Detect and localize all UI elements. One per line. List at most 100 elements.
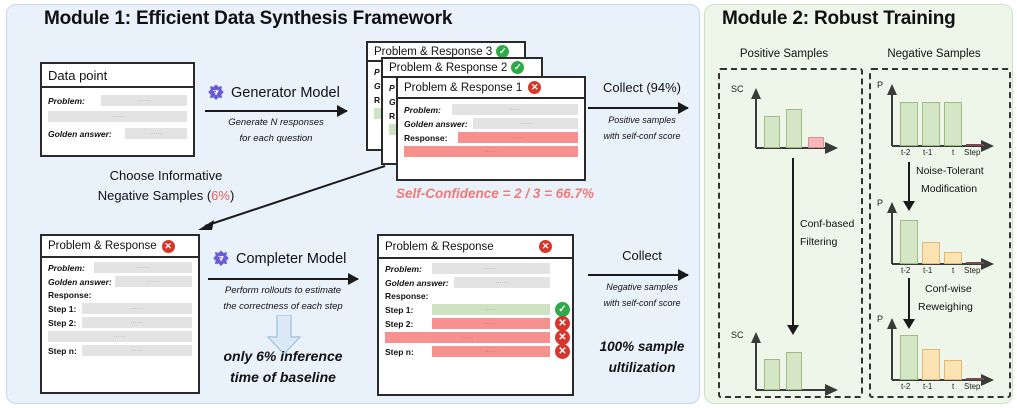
- noise-tolerant-modification-label-1: Noise-Tolerant: [916, 165, 984, 177]
- conf-wise-reweighing-label-2: Reweighing: [918, 301, 973, 313]
- value-bar: ······: [432, 304, 550, 315]
- conf-wise-reweighing-label-1: Conf-wise: [925, 283, 972, 295]
- generator-caption-line2: for each question: [239, 133, 313, 144]
- self-confidence-label: Self-Confidence = 2 / 3 = 66.7%: [395, 186, 595, 201]
- status-error-icon: ✕: [161, 239, 175, 253]
- value-bar: ······: [432, 263, 550, 274]
- row-label: G: [374, 80, 381, 91]
- negative-chart-modified: P t-2 t-1 t Step: [876, 196, 1008, 284]
- row-label: Problem:: [385, 263, 422, 274]
- list-item: Golden answer: ······: [404, 118, 578, 129]
- down-block-arrow-icon: [266, 315, 302, 355]
- completer-caption-line2: the correctness of each step: [223, 301, 343, 312]
- row-label: Step 2:: [385, 318, 414, 329]
- list-item: ······: [48, 331, 192, 342]
- status-error-icon: ✕: [555, 344, 570, 359]
- negative-chart-modified-xlabel: Step: [964, 266, 981, 275]
- placeholder-dots: ······: [508, 106, 522, 113]
- module-1-title: Module 1: Efficient Data Synthesis Frame…: [44, 8, 453, 29]
- value-bar: ······: [452, 104, 578, 115]
- placeholder-dots: ······: [149, 130, 163, 137]
- value-bar: ······: [432, 318, 550, 329]
- placeholder-dots: ······: [484, 320, 498, 327]
- negative-samples-header: Negative Samples: [887, 48, 981, 60]
- placeholder-dots: ······: [461, 334, 474, 341]
- negative-chart-raw-ylabel: P: [877, 80, 884, 90]
- select-negative-arrow: [198, 165, 386, 230]
- row-label: Golden answer:: [385, 277, 449, 288]
- positive-chart-after-ylabel: SC: [731, 330, 744, 340]
- completer-result-line1: only 6% inference: [223, 348, 343, 364]
- placeholder-dots: ······: [136, 264, 150, 271]
- negative-sample-card-title: Problem & Response: [48, 240, 157, 252]
- choose-note-line1: Choose Informative: [109, 168, 223, 183]
- status-ok-icon: ✓: [555, 302, 570, 317]
- scored-response-card[interactable]: Problem & Response ✕ Problem: ······ Gol…: [377, 234, 574, 396]
- negative-sample-card-body: Problem: ······ Golden answer: ······ Re…: [42, 258, 198, 363]
- row-label: Step 2:: [48, 317, 77, 328]
- placeholder-dots: ······: [130, 305, 144, 312]
- list-item: Problem: ······: [385, 263, 550, 274]
- row-label: Step 1:: [385, 304, 414, 315]
- value-bar: ······: [432, 346, 550, 357]
- placeholder-dots: ······: [519, 120, 532, 127]
- collect-top-caption-line2: with self-conf score: [603, 131, 681, 141]
- value-bar: ······: [48, 331, 192, 342]
- collect-top-arrow: [588, 102, 689, 114]
- row-label: Response:: [385, 291, 429, 301]
- tick-t-2: t-2: [901, 148, 911, 157]
- tick-t-1: t-1: [923, 148, 933, 157]
- bar-2: [786, 109, 802, 148]
- problem-response-card-1-header: Problem & Response 1 ✕: [398, 78, 584, 99]
- negative-chart-reweighed-xlabel: Step: [964, 382, 981, 391]
- collect-top-caption-line1: Positive samples: [608, 115, 676, 125]
- value-bar: ······: [101, 95, 187, 106]
- data-point-card: Data point Problem: ······ ······ Golden…: [40, 62, 195, 157]
- problem-response-card-1-title: Problem & Response 1: [404, 81, 523, 94]
- negative-chart-raw: P t-2 t-1 t Step: [876, 78, 1008, 166]
- flat-segment: [966, 378, 984, 380]
- row-label: R: [374, 94, 381, 105]
- problem-response-card-1[interactable]: Problem & Response 1 ✕ Problem: ······ G…: [396, 76, 586, 181]
- row-label: Golden answer:: [404, 118, 468, 129]
- positive-samples-header: Positive Samples: [739, 48, 829, 60]
- list-item: Step 2: ······: [48, 317, 192, 328]
- generator-arrow: [205, 105, 348, 117]
- flat-segment: [966, 262, 984, 264]
- placeholder-dots: ······: [484, 348, 498, 355]
- status-ok-icon: ✓: [511, 61, 525, 74]
- row-label: Problem:: [48, 262, 85, 273]
- bar-t-1: [922, 242, 940, 264]
- scored-response-card-title: Problem & Response: [385, 240, 494, 253]
- conf-based-filtering-label-2: Filtering: [800, 236, 838, 248]
- collect-bottom-title: Collect: [622, 248, 662, 263]
- data-point-card-header: Data point: [42, 64, 193, 88]
- data-point-card-title: Data point: [48, 67, 108, 83]
- status-error-icon: ✕: [555, 316, 570, 331]
- row-label: Step n:: [385, 346, 414, 357]
- status-error-icon: ✕: [528, 81, 542, 94]
- bar-t-2: [900, 335, 918, 380]
- status-ok-icon: ✓: [496, 45, 510, 58]
- data-point-card-body: Problem: ······ ······ Golden answer: ··…: [42, 88, 193, 146]
- row-label: Problem:: [404, 104, 441, 115]
- list-item: Response:: [385, 291, 550, 301]
- positive-chart-after: SC: [730, 318, 855, 398]
- tick-t-2: t-2: [901, 266, 911, 275]
- placeholder-dots: ······: [147, 278, 160, 285]
- generator-caption-line1: Generate N responses: [228, 117, 324, 128]
- bar-t-2: [900, 102, 918, 146]
- choose-note-suffix: ): [229, 188, 235, 203]
- module-2-title: Module 2: Robust Training: [722, 8, 956, 29]
- tick-t-1: t-1: [923, 266, 933, 275]
- placeholder-dots: ······: [511, 134, 525, 141]
- tick-t: t: [952, 266, 955, 275]
- generator-model-name: Generator Model: [231, 85, 340, 101]
- value-bar: ······: [385, 332, 550, 343]
- list-item: Golden answer: ······: [385, 277, 550, 288]
- negative-sample-card[interactable]: Problem & Response ✕ Problem: ······ Gol…: [40, 234, 200, 394]
- negative-sample-card-header: Problem & Response ✕: [42, 236, 198, 258]
- placeholder-dots: ······: [137, 97, 151, 104]
- problem-response-card-2-title: Problem & Response 2: [389, 61, 508, 74]
